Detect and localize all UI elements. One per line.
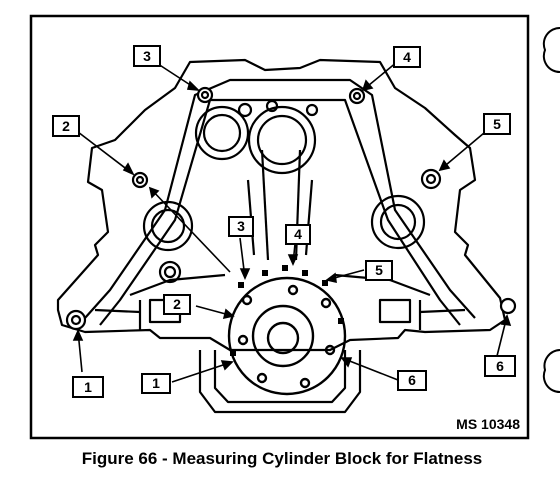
outer-callouts: 3 4 2 5 1 6 xyxy=(52,45,516,398)
inner-leader-lines xyxy=(148,186,399,383)
svg-text:6: 6 xyxy=(408,372,416,388)
svg-text:4: 4 xyxy=(403,49,411,65)
outer-callout-6: 6 xyxy=(484,355,516,377)
svg-text:6: 6 xyxy=(496,358,504,374)
figure-frame xyxy=(29,14,530,440)
outer-callout-4: 4 xyxy=(393,46,421,68)
inner-callout-3: 3 xyxy=(228,216,254,237)
inner-callout-1: 1 xyxy=(141,373,171,394)
svg-text:2: 2 xyxy=(173,296,181,312)
outer-callout-2: 2 xyxy=(52,115,80,137)
inner-callouts: 3 4 5 2 1 6 xyxy=(141,216,427,394)
inner-callout-2: 2 xyxy=(163,294,191,315)
outer-leader-lines xyxy=(72,61,512,373)
svg-text:2: 2 xyxy=(62,118,70,134)
svg-text:1: 1 xyxy=(152,375,160,391)
svg-text:1: 1 xyxy=(84,379,92,395)
svg-text:3: 3 xyxy=(143,48,151,64)
figure-caption: Figure 66 - Measuring Cylinder Block for… xyxy=(82,449,483,468)
cylinder-bores xyxy=(142,99,426,284)
inner-callout-5: 5 xyxy=(365,260,393,281)
inner-callout-6: 6 xyxy=(397,370,427,391)
svg-text:4: 4 xyxy=(294,226,302,242)
crank-flange xyxy=(227,276,347,396)
outer-callout-1: 1 xyxy=(72,376,104,398)
reference-code: MS 10348 xyxy=(456,416,520,432)
engine-block-outline xyxy=(56,58,507,414)
outer-callout-5: 5 xyxy=(483,113,511,135)
inner-callout-4: 4 xyxy=(285,224,311,245)
outer-callout-3: 3 xyxy=(133,45,161,67)
flange-measure-dots xyxy=(230,265,344,356)
svg-text:3: 3 xyxy=(237,218,245,234)
measurement-points-outer xyxy=(65,86,517,331)
svg-text:5: 5 xyxy=(493,116,501,132)
margin-marks xyxy=(542,26,560,394)
svg-text:5: 5 xyxy=(375,262,383,278)
